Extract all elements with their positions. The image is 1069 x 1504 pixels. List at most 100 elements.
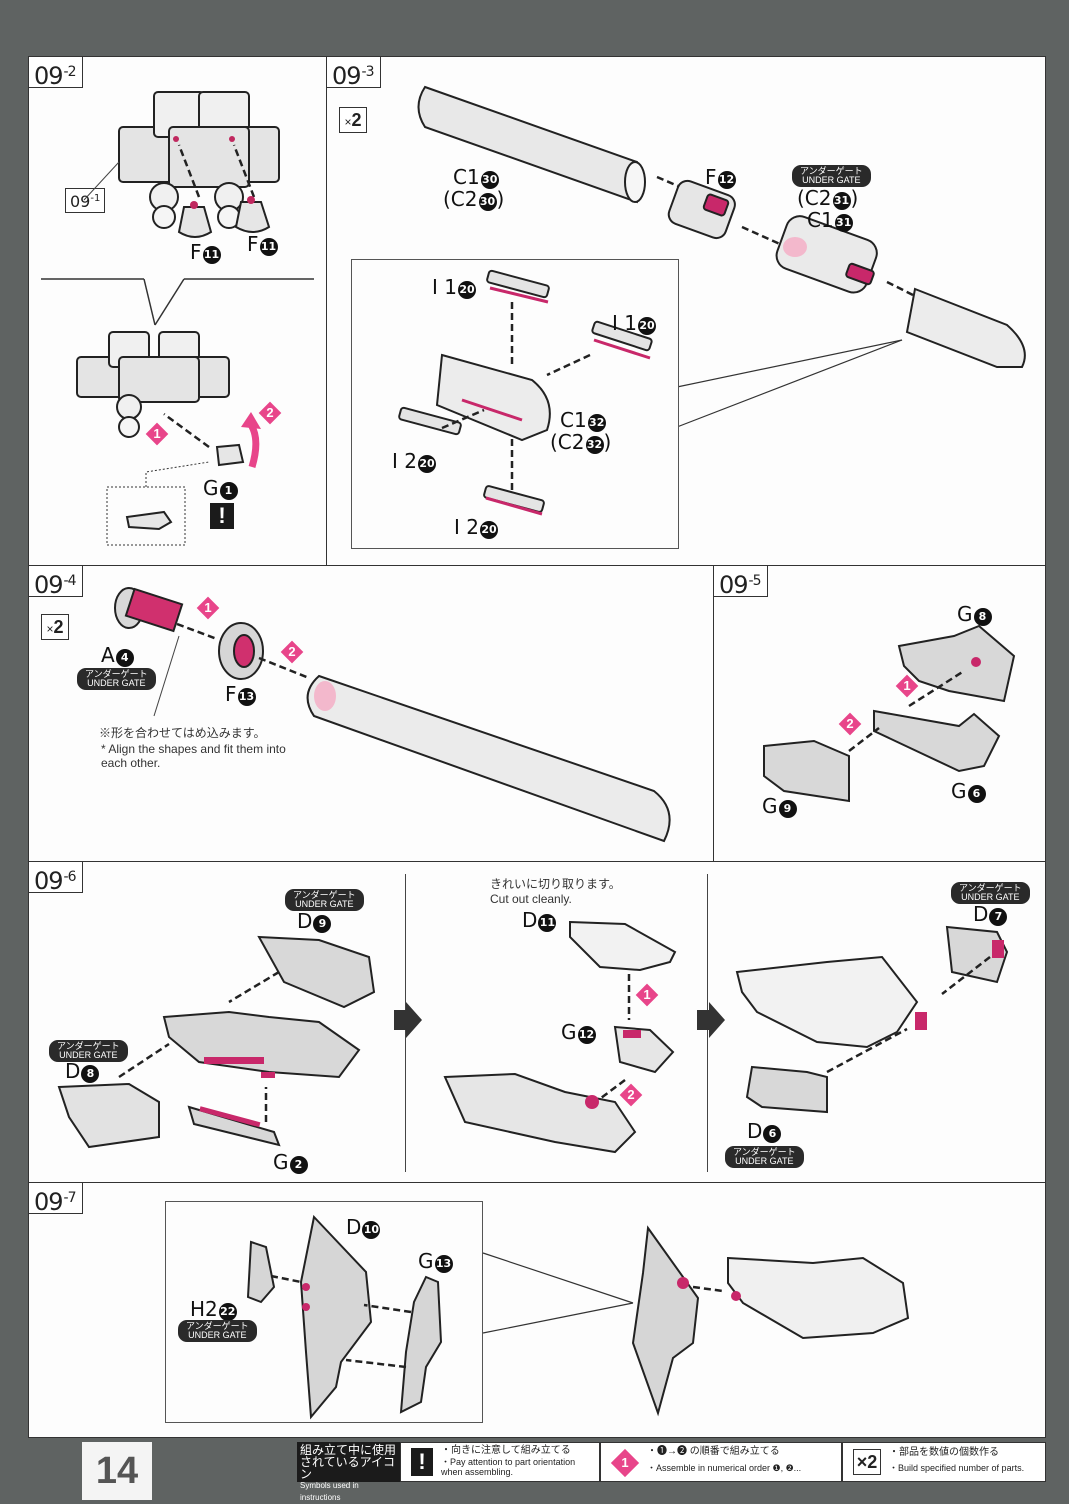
part-letter: ) xyxy=(850,186,859,210)
part-letter: UNDER GATE xyxy=(735,1156,794,1166)
part-letter: × xyxy=(46,622,54,636)
order-badge-1: 1 xyxy=(145,422,169,446)
part-number: 30 xyxy=(478,193,497,211)
part-letter: 2 xyxy=(288,644,296,659)
order-badge-2: 2 xyxy=(619,1083,643,1107)
part-letter: F xyxy=(705,165,717,189)
next-step-arrow-icon xyxy=(697,1002,725,1038)
fit-note-jp: ※形を合わせてはめ込みます。 xyxy=(99,726,266,740)
legend-text-jp: ・❶→❷ の順番で組み立てる xyxy=(647,1446,780,1457)
part-number: 20 xyxy=(457,281,476,299)
part-letter: 09 xyxy=(34,1188,64,1216)
step-tag: 09-5 xyxy=(714,566,768,599)
part-letter: 2 xyxy=(627,1087,635,1102)
legend-text-en: ・Pay attention to part orientation when … xyxy=(441,1457,576,1477)
part-number: 7 xyxy=(989,908,1008,926)
legend-text-jp: ・向きに注意して組み立てる xyxy=(441,1445,571,1456)
part-letter: F xyxy=(225,682,237,706)
d9-part xyxy=(257,935,376,1009)
part-letter: A xyxy=(101,643,115,667)
multiplier-icon: ×2 xyxy=(339,107,367,133)
part-number: 8 xyxy=(973,608,992,626)
legend-item-order: 1 ・❶→❷ の順番で組み立てる ・Assemble in numerical … xyxy=(600,1442,842,1482)
part-letter: ) xyxy=(496,187,505,211)
legend-text-jp: ・部品を数値の個数作る xyxy=(889,1447,999,1458)
part-letter: 09 xyxy=(34,867,64,895)
frame-part xyxy=(162,1010,361,1079)
legend-title-jp-1: 組み立て中に使用 xyxy=(300,1443,397,1457)
part-letter: F xyxy=(247,232,259,256)
g2-part xyxy=(187,1105,281,1147)
c1-31-sleeve xyxy=(775,215,878,294)
orientation-warning-icon: ! xyxy=(210,503,234,529)
part-letter: ) xyxy=(603,430,612,454)
g8-part xyxy=(897,624,1016,703)
page-number: 14 xyxy=(82,1442,152,1500)
part-letter: D xyxy=(747,1119,763,1143)
part-letter: UNDER GATE xyxy=(295,899,354,909)
part-letter: -6 xyxy=(63,869,77,885)
step-tag: 09-6 xyxy=(29,862,83,895)
d8-part xyxy=(57,1082,160,1149)
shield-mount-illustration xyxy=(482,1225,910,1417)
part-letter: 2 xyxy=(846,716,854,731)
part-letter: アンダーゲート xyxy=(293,890,356,900)
part-letter: 1 xyxy=(621,1455,629,1470)
part-letter: 09 xyxy=(332,62,362,90)
part-letter: 2 xyxy=(266,405,274,420)
next-step-arrow-icon xyxy=(394,1002,422,1038)
part-letter: G xyxy=(273,1150,289,1174)
part-number: 20 xyxy=(479,521,498,539)
weapon-frame-illustration-c xyxy=(735,925,1009,1114)
a4-part xyxy=(114,587,184,633)
backpack-assembly-illustration xyxy=(41,91,314,546)
fit-note-en: * Align the shapes and fit them into eac… xyxy=(101,742,286,770)
part-number: 31 xyxy=(834,214,853,232)
assembly-arrows xyxy=(441,302,591,490)
part-letter: G xyxy=(957,602,973,626)
step-tag: 09-2 xyxy=(29,57,83,90)
part-letter: -5 xyxy=(748,573,762,589)
part-letter: UNDER GATE xyxy=(802,175,861,185)
part-letter: D xyxy=(973,902,989,926)
part-letter: H2 xyxy=(190,1297,218,1321)
part-letter: 2 xyxy=(53,617,64,637)
part-number: 1 xyxy=(219,482,238,500)
part-letter: UNDER GATE xyxy=(961,892,1020,902)
step-tag: 09-7 xyxy=(29,1183,83,1216)
part-letter: UNDER GATE xyxy=(59,1050,118,1060)
legend-item-orientation: ! ・向きに注意して組み立てる ・Pay attention to part o… xyxy=(400,1442,600,1482)
part-letter: G xyxy=(762,794,778,818)
h2-22-part xyxy=(246,1240,276,1304)
d10-part xyxy=(299,1214,373,1420)
part-letter: G xyxy=(418,1249,434,1273)
part-letter: D xyxy=(522,908,538,932)
part-letter: C1 xyxy=(807,208,834,232)
f12-cap xyxy=(667,179,736,240)
weapon-body-part xyxy=(727,1256,910,1340)
cut-note-en: Cut out cleanly. xyxy=(490,892,572,906)
part-number: 20 xyxy=(417,455,436,473)
shield-assembly-illustration xyxy=(246,1214,443,1420)
d6-part xyxy=(745,1065,828,1114)
order-badge-1: 1 xyxy=(895,674,919,698)
part-number: 11 xyxy=(202,246,221,264)
part-letter: UNDER GATE xyxy=(87,678,146,688)
